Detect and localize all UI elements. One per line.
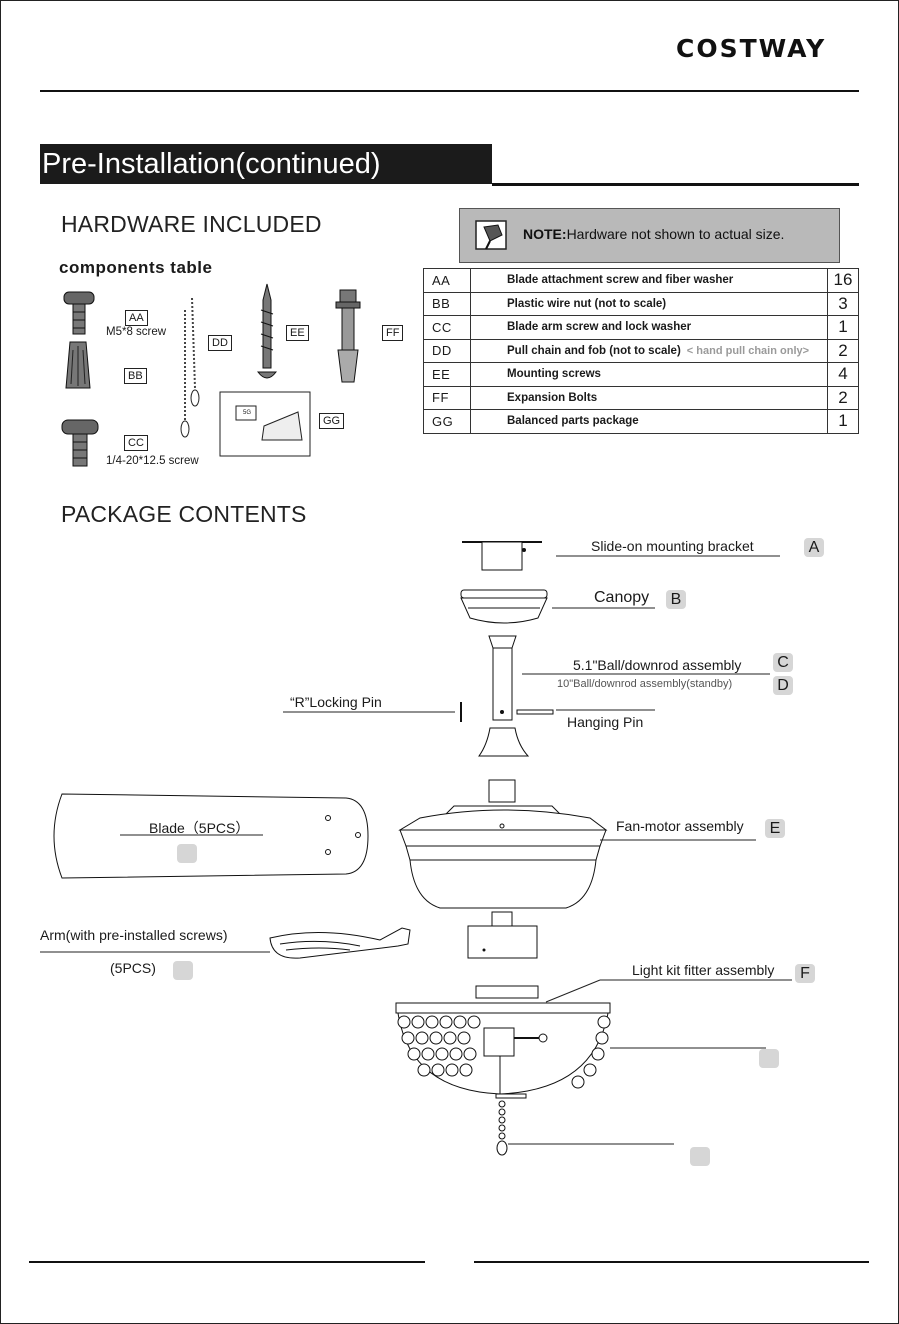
tag-aa: AA <box>125 310 148 326</box>
locking-pin-label: “R”Locking Pin <box>290 694 382 710</box>
arm-illustration <box>269 927 411 959</box>
light-kit-label: Light kit fitter assembly <box>632 962 775 978</box>
brand-logo: COSTWAY <box>676 34 827 63</box>
ee-mounting-screw-icon <box>256 283 278 379</box>
canopy-letter: B <box>666 590 686 609</box>
arm-letter-box <box>173 961 193 980</box>
blade-illustration <box>53 793 369 879</box>
downrod-letter: C <box>773 653 793 672</box>
canopy-illustration <box>460 589 548 624</box>
cc-screw-icon <box>61 419 99 467</box>
package-illustrations <box>40 541 792 1156</box>
fan-motor-letter: E <box>765 819 785 838</box>
tag-dd: DD <box>208 335 232 351</box>
bracket-letter: A <box>804 538 824 557</box>
tag-ff: FF <box>382 325 404 341</box>
blade-label: Blade（5PCS） <box>149 820 250 836</box>
gg-package-icon <box>219 391 311 457</box>
glass-shade-letter-box <box>759 1049 779 1068</box>
canopy-label: Canopy <box>594 589 650 606</box>
arm-label: Arm(with pre-installed screws) <box>40 927 228 943</box>
fan-motor-illustration <box>398 779 608 959</box>
hanging-pin-label: Hanging Pin <box>567 714 644 730</box>
light-kit-illustration <box>395 985 611 1156</box>
ff-expansion-bolt-icon <box>335 289 361 383</box>
aa-screw-icon <box>63 291 95 335</box>
footer-rule-left <box>29 1261 425 1263</box>
downrod-label: 5.1"Ball/downrod assembly <box>573 657 742 673</box>
gg-inner-label: 5G <box>243 410 252 416</box>
tag-ee: EE <box>286 325 309 341</box>
tag-cc: CC <box>124 435 148 451</box>
tag-bb: BB <box>124 368 147 384</box>
bracket-label: Slide-on mounting bracket <box>591 538 754 554</box>
downrod-illustration <box>460 635 554 757</box>
package-heading: PACKAGE CONTENTS <box>61 501 307 527</box>
tag-gg: GG <box>319 413 345 429</box>
light-kit-letter: F <box>795 964 815 983</box>
blade-letter-box <box>177 844 197 863</box>
section-title: Pre-Installation(continued) <box>40 144 492 184</box>
downrod-standby-letter: D <box>773 676 793 695</box>
footer-rule-right <box>474 1261 869 1263</box>
note-pin-icon <box>475 220 507 250</box>
components-table-title: components table <box>59 258 213 277</box>
arm-count: (5PCS) <box>110 960 156 976</box>
dd-pull-chain-icon <box>180 297 200 438</box>
fan-motor-label: Fan-motor assembly <box>616 818 744 834</box>
header-rule <box>40 90 859 92</box>
bb-wire-nut-icon <box>65 341 91 389</box>
aa-caption: M5*8 screw <box>106 326 167 338</box>
section-title-rule <box>492 183 859 186</box>
note-text: NOTE:Hardware not shown to actual size. <box>523 226 785 242</box>
hardware-heading: HARDWARE INCLUDED <box>61 211 322 237</box>
note-box: NOTE:Hardware not shown to actual size. <box>459 208 840 263</box>
bracket-illustration <box>462 541 542 571</box>
pull-chain-letter-box <box>690 1147 710 1166</box>
downrod-standby-label: 10"Ball/downrod assembly(standby) <box>557 678 733 690</box>
cc-caption: 1/4-20*12.5 screw <box>106 455 199 467</box>
hardware-illustrations <box>61 283 361 467</box>
